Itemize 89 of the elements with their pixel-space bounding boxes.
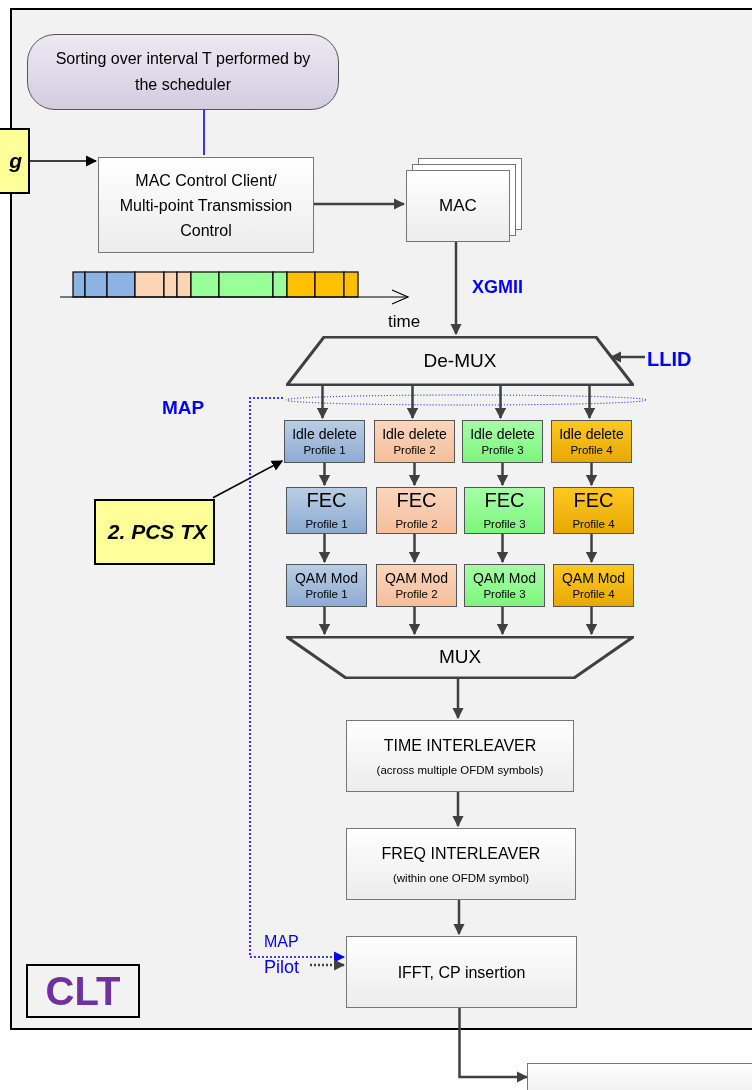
axis-label: time (388, 311, 421, 333)
system-panel (10, 8, 752, 1030)
block-title: Pilot (264, 955, 299, 979)
block-title: Idle delete (559, 425, 624, 443)
block-title: Idle delete (292, 425, 357, 443)
block-title: MUX (438, 646, 482, 668)
profile-box (376, 564, 457, 607)
block-subtitle: Profile 1 (305, 587, 348, 602)
block-subtitle: (across multiple OFDM symbols) (376, 762, 544, 778)
profile-box (286, 564, 367, 607)
arrow (496, 605, 509, 636)
block-subtitle: Profile 3 (483, 517, 526, 532)
arrow (310, 959, 346, 971)
block-title: FEC (306, 489, 347, 511)
arrow (494, 384, 507, 420)
block-subtitle: Profile 4 (572, 517, 615, 532)
block-title: FREQ INTERLEAVER (381, 843, 541, 864)
scheduler-box (27, 34, 339, 110)
arrow (316, 384, 329, 420)
profile-box (553, 487, 634, 534)
clt-box (26, 964, 140, 1018)
block-title: FEC (484, 489, 525, 511)
profile-box (284, 420, 365, 463)
arrow (452, 677, 464, 720)
block-title: TIME INTERLEAVER (383, 735, 537, 756)
block-subtitle: Profile 1 (303, 443, 346, 458)
block-title: FEC (573, 489, 614, 511)
block-title: CLT (45, 971, 121, 1011)
block-title: 2. PCS TX (107, 519, 207, 546)
block-subtitle: Profile 4 (572, 587, 615, 602)
block-subtitle: Profile 4 (570, 443, 613, 458)
arrow (408, 605, 421, 636)
arrow (318, 532, 331, 564)
block-title: FEC (396, 489, 437, 511)
profile-box (462, 420, 543, 463)
block-title: Idle delete (382, 425, 447, 443)
block-subtitle: Profile 3 (483, 587, 526, 602)
process-box (346, 936, 577, 1008)
arrow (406, 384, 419, 420)
block-subtitle: Profile 2 (393, 443, 436, 458)
block-title: Sorting over interval T performed by the scheduler (54, 49, 312, 95)
arrow (453, 898, 465, 936)
block-title: MAC (439, 195, 477, 218)
arrow (583, 384, 596, 420)
block-title: De-MUX (423, 349, 497, 371)
arrow (318, 605, 331, 636)
block-title: IFFT, CP insertion (397, 962, 526, 983)
block-title: QAM Mod (295, 569, 358, 587)
arrow (496, 461, 509, 487)
block-title: QAM Mod (385, 569, 448, 587)
block-title: g (9, 148, 22, 175)
block-subtitle: Profile 3 (481, 443, 524, 458)
block-title: MAC Control Client/ Multi-point Transmission Control (119, 170, 293, 241)
profile-box (464, 487, 545, 534)
profile-box (374, 420, 455, 463)
arrow (29, 155, 98, 167)
block-subtitle: Profile 2 (395, 587, 438, 602)
profile-box (553, 564, 634, 607)
arrow (496, 532, 509, 564)
arrow (450, 240, 462, 336)
block-subtitle: (within one OFDM symbol) (392, 870, 530, 886)
arrow (318, 461, 331, 487)
block-title: QAM Mod (473, 569, 536, 587)
arrow (585, 605, 598, 636)
process-box (98, 157, 314, 253)
arrow (212, 460, 284, 499)
edge-label: XGMII (472, 276, 523, 299)
arrow (408, 532, 421, 564)
profile-box (551, 420, 632, 463)
arrow (458, 1006, 529, 1083)
block-subtitle: Profile 2 (395, 517, 438, 532)
arrow (585, 461, 598, 487)
arrow (585, 532, 598, 564)
arrow (312, 198, 406, 210)
block-title: Idle delete (470, 425, 535, 443)
signal-label: MAP (162, 396, 205, 420)
block-title: LLID (647, 347, 692, 372)
arrow (452, 790, 464, 828)
profile-box (464, 564, 545, 607)
callout-box (94, 499, 215, 565)
process-box (346, 720, 574, 792)
block-subtitle: Profile 1 (305, 517, 348, 532)
profile-box (376, 487, 457, 534)
dotted-ellipse (285, 394, 647, 406)
arrow (408, 461, 421, 487)
process-box (346, 828, 576, 900)
profile-box (286, 487, 367, 534)
block-title: QAM Mod (562, 569, 625, 587)
arrow (249, 397, 346, 963)
